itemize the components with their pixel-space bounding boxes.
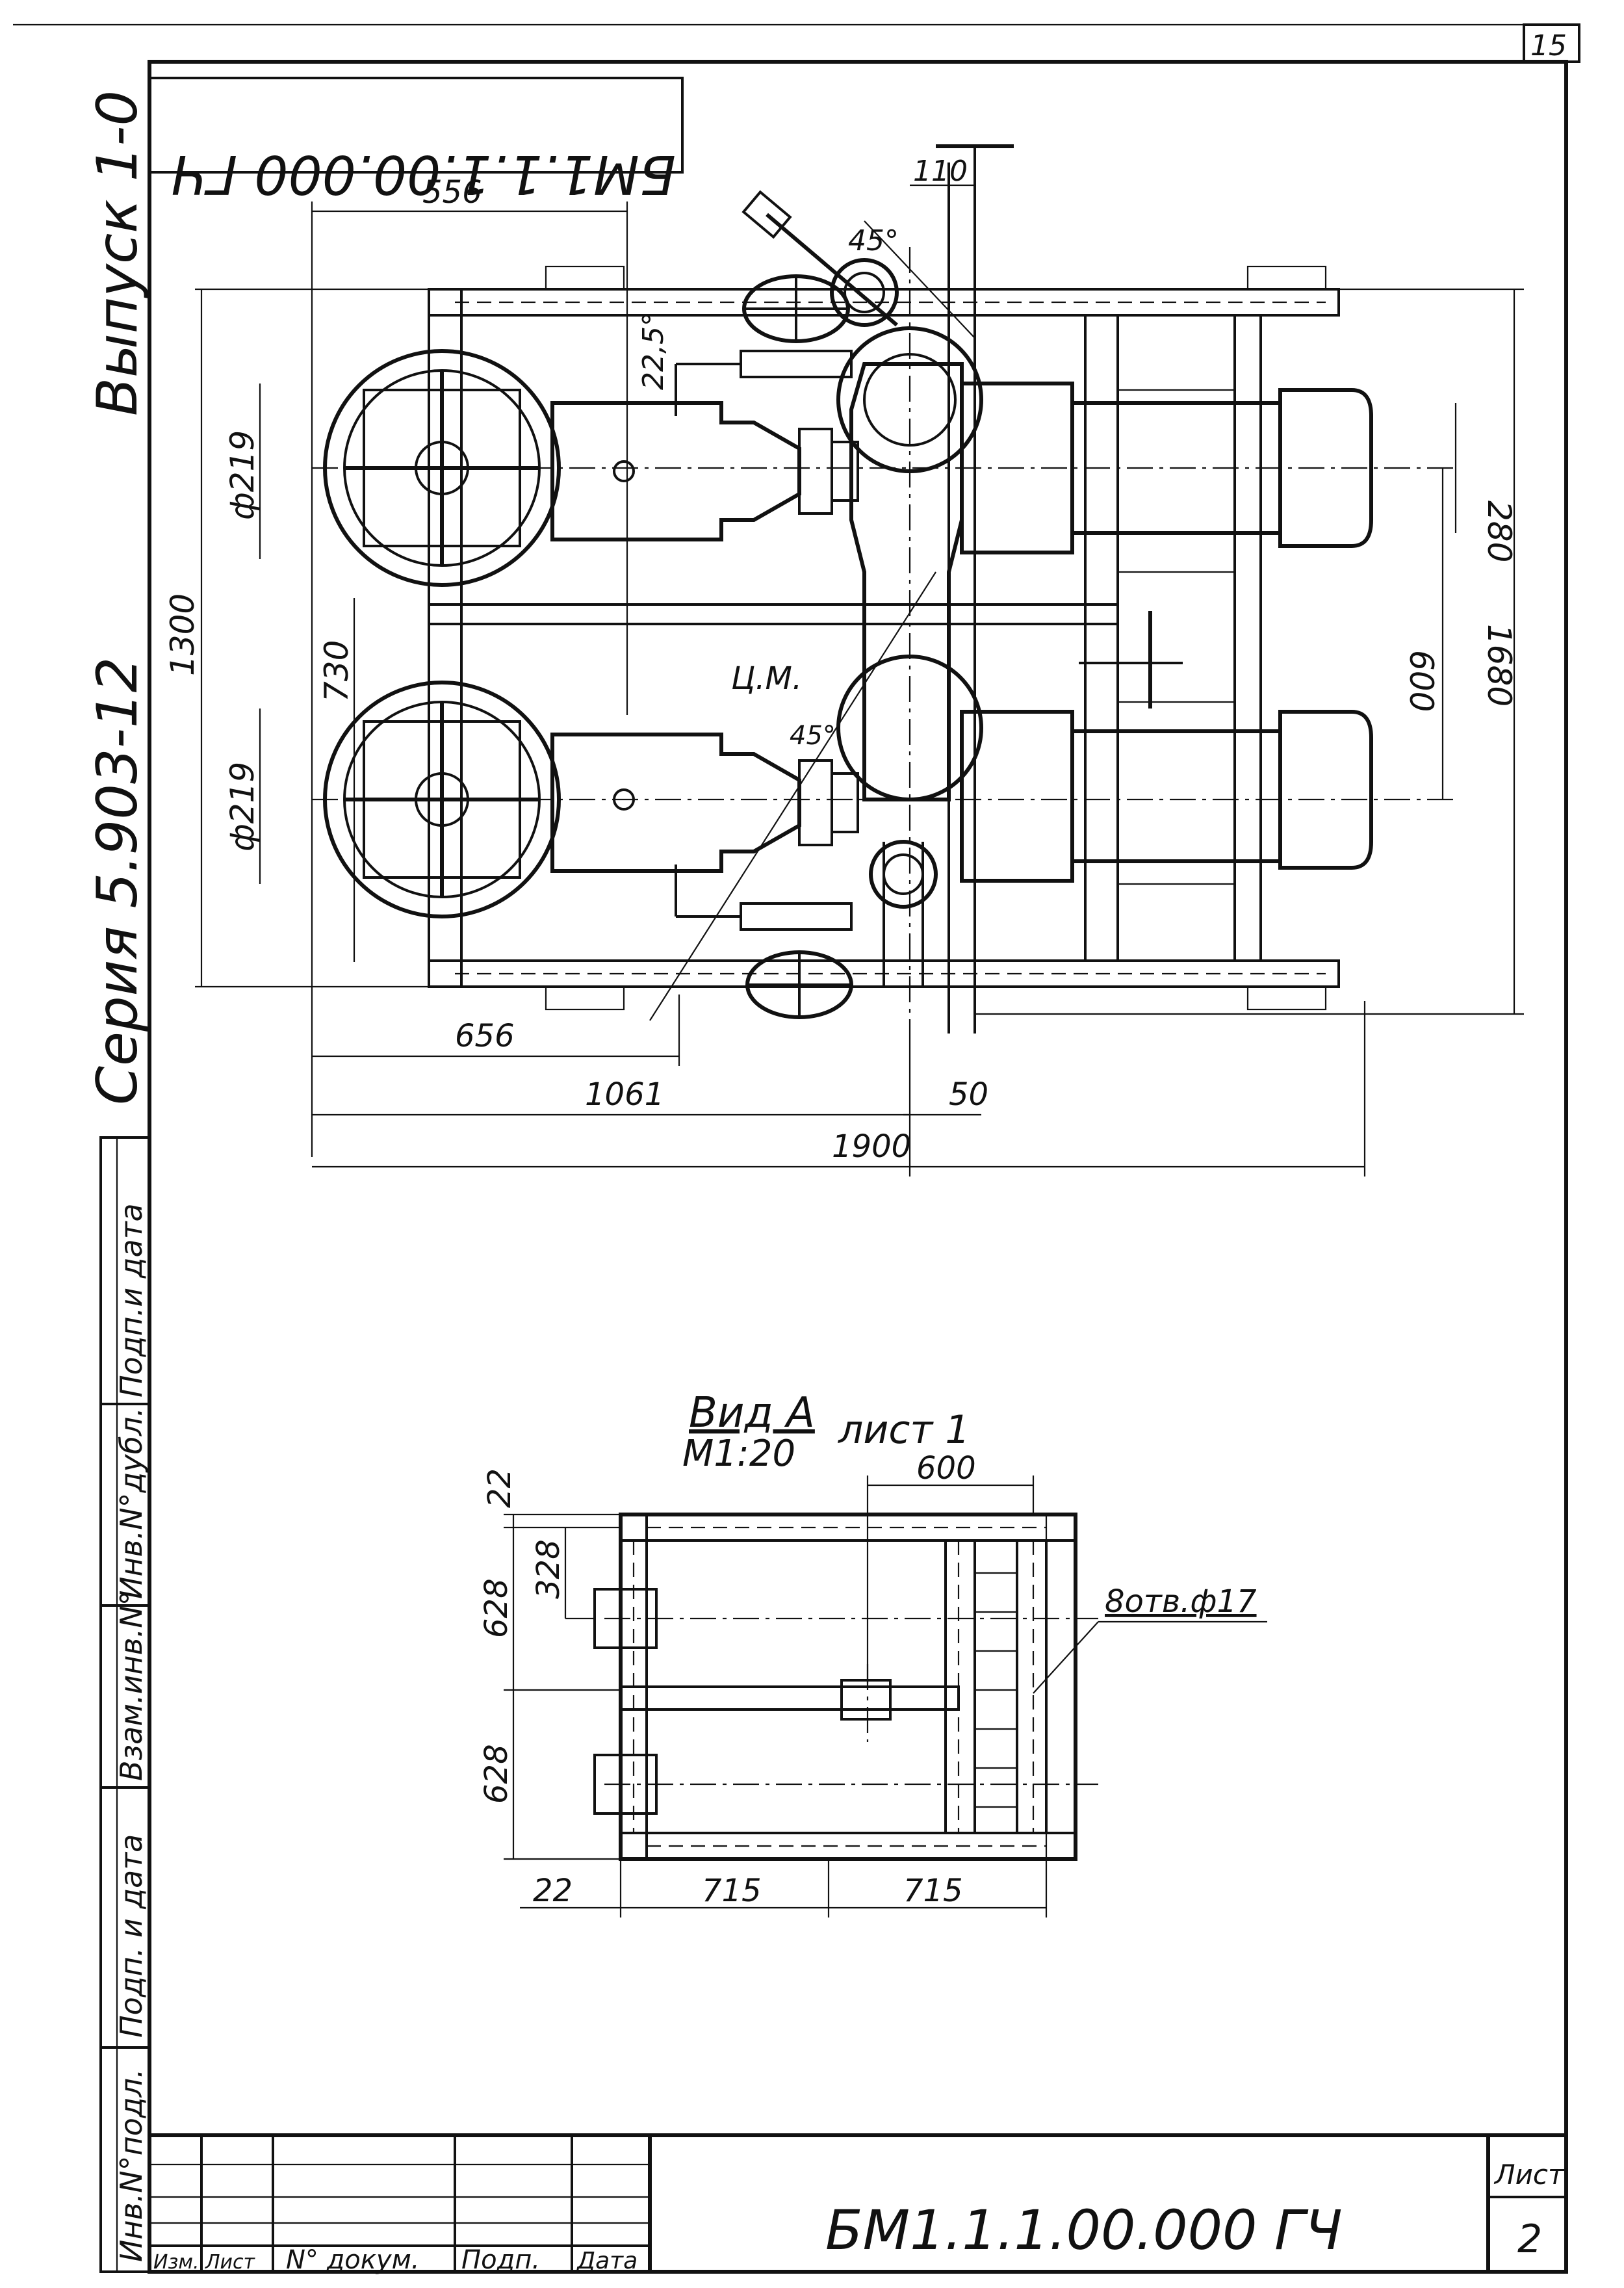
dim-phi219-top: ф219: [224, 430, 261, 520]
tb-header-izm: Изм.: [153, 2251, 200, 2274]
view-a-dim-22-top: 22: [482, 1468, 518, 1508]
view-a-dim-715-right: 715: [903, 1873, 963, 1909]
strip-label-3: Инв.N°дубл.: [114, 1407, 149, 1599]
strip-label-4: Подп.и дата: [114, 1203, 149, 1398]
dim-600: 600: [1402, 650, 1440, 712]
view-a-scale: М1:20: [682, 1433, 795, 1475]
view-a-frame: [504, 1476, 1267, 1918]
view-a-title: Вид А: [689, 1389, 815, 1437]
left-stamp-strip: [99, 1136, 151, 2273]
title-block: [149, 2133, 1566, 2272]
vypusk-label: Выпуск 1-0: [85, 90, 150, 416]
angle-22-5: 22,5°: [637, 312, 670, 390]
view-a-dim-328: 328: [530, 1539, 567, 1599]
view-a-dim-22-bottom: 22: [533, 1873, 573, 1909]
tb-header-podp: Подп.: [461, 2245, 540, 2275]
seriya-label: Серия 5.903-12: [85, 657, 150, 1105]
sheet-frame: [13, 23, 1580, 2274]
valve-top: [741, 190, 899, 343]
dim-50: 50: [949, 1076, 988, 1113]
dim-110: 110: [913, 155, 968, 188]
strip-label-1: Подп. и дата: [114, 1834, 149, 2038]
view-a-dim-628-bottom: 628: [478, 1744, 515, 1804]
tb-header-list: Лист: [205, 2251, 256, 2274]
frame-rail-middle: [428, 603, 1119, 625]
view-a-dim-600: 600: [916, 1450, 976, 1487]
dim-280: 280: [1480, 500, 1518, 562]
pump-unit-plan-view: [312, 144, 1456, 1040]
view-a-dim-628-top: 628: [478, 1578, 515, 1638]
page-number: 15: [1530, 29, 1567, 62]
top-view-dimensions: [195, 184, 1524, 1176]
tb-designation: БМ1.1.1.00.000 ГЧ: [825, 2198, 1343, 2262]
tb-sheet-value: 2: [1517, 2216, 1542, 2262]
tb-sheet-label: Лист: [1493, 2159, 1565, 2190]
strip-label-2: Взам.инв.N°: [114, 1591, 149, 1781]
angle-45-mid: 45°: [790, 721, 836, 751]
angle-45-top: 45°: [848, 224, 899, 257]
dim-656: 656: [455, 1018, 515, 1054]
dim-1300: 1300: [164, 593, 201, 676]
dim-730: 730: [318, 640, 355, 702]
view-a-holes-note: 8отв.ф17: [1105, 1583, 1257, 1620]
valve-bottom: [745, 840, 938, 1019]
dim-phi219-bottom: ф219: [224, 762, 261, 852]
dim-1680: 1680: [1480, 624, 1518, 707]
motor-lower: [960, 710, 1373, 883]
view-a-dim-715-left: 715: [702, 1873, 762, 1909]
dim-1061: 1061: [585, 1076, 664, 1113]
designation-top-box: БМ1.1.1.00.000 ГЧ: [148, 77, 684, 205]
designation-top: БМ1.1.1.00.000 ГЧ: [171, 143, 676, 205]
view-a-sheet-ref: лист 1: [838, 1407, 970, 1453]
dim-556: 556: [422, 174, 482, 211]
tb-header-data: Дата: [576, 2248, 638, 2274]
label-cm: Ц.М.: [731, 660, 802, 697]
dim-1900: 1900: [832, 1128, 911, 1165]
tb-header-doc: N° докум.: [286, 2245, 420, 2275]
strip-label-0: Инв.N°подл.: [114, 2068, 149, 2262]
